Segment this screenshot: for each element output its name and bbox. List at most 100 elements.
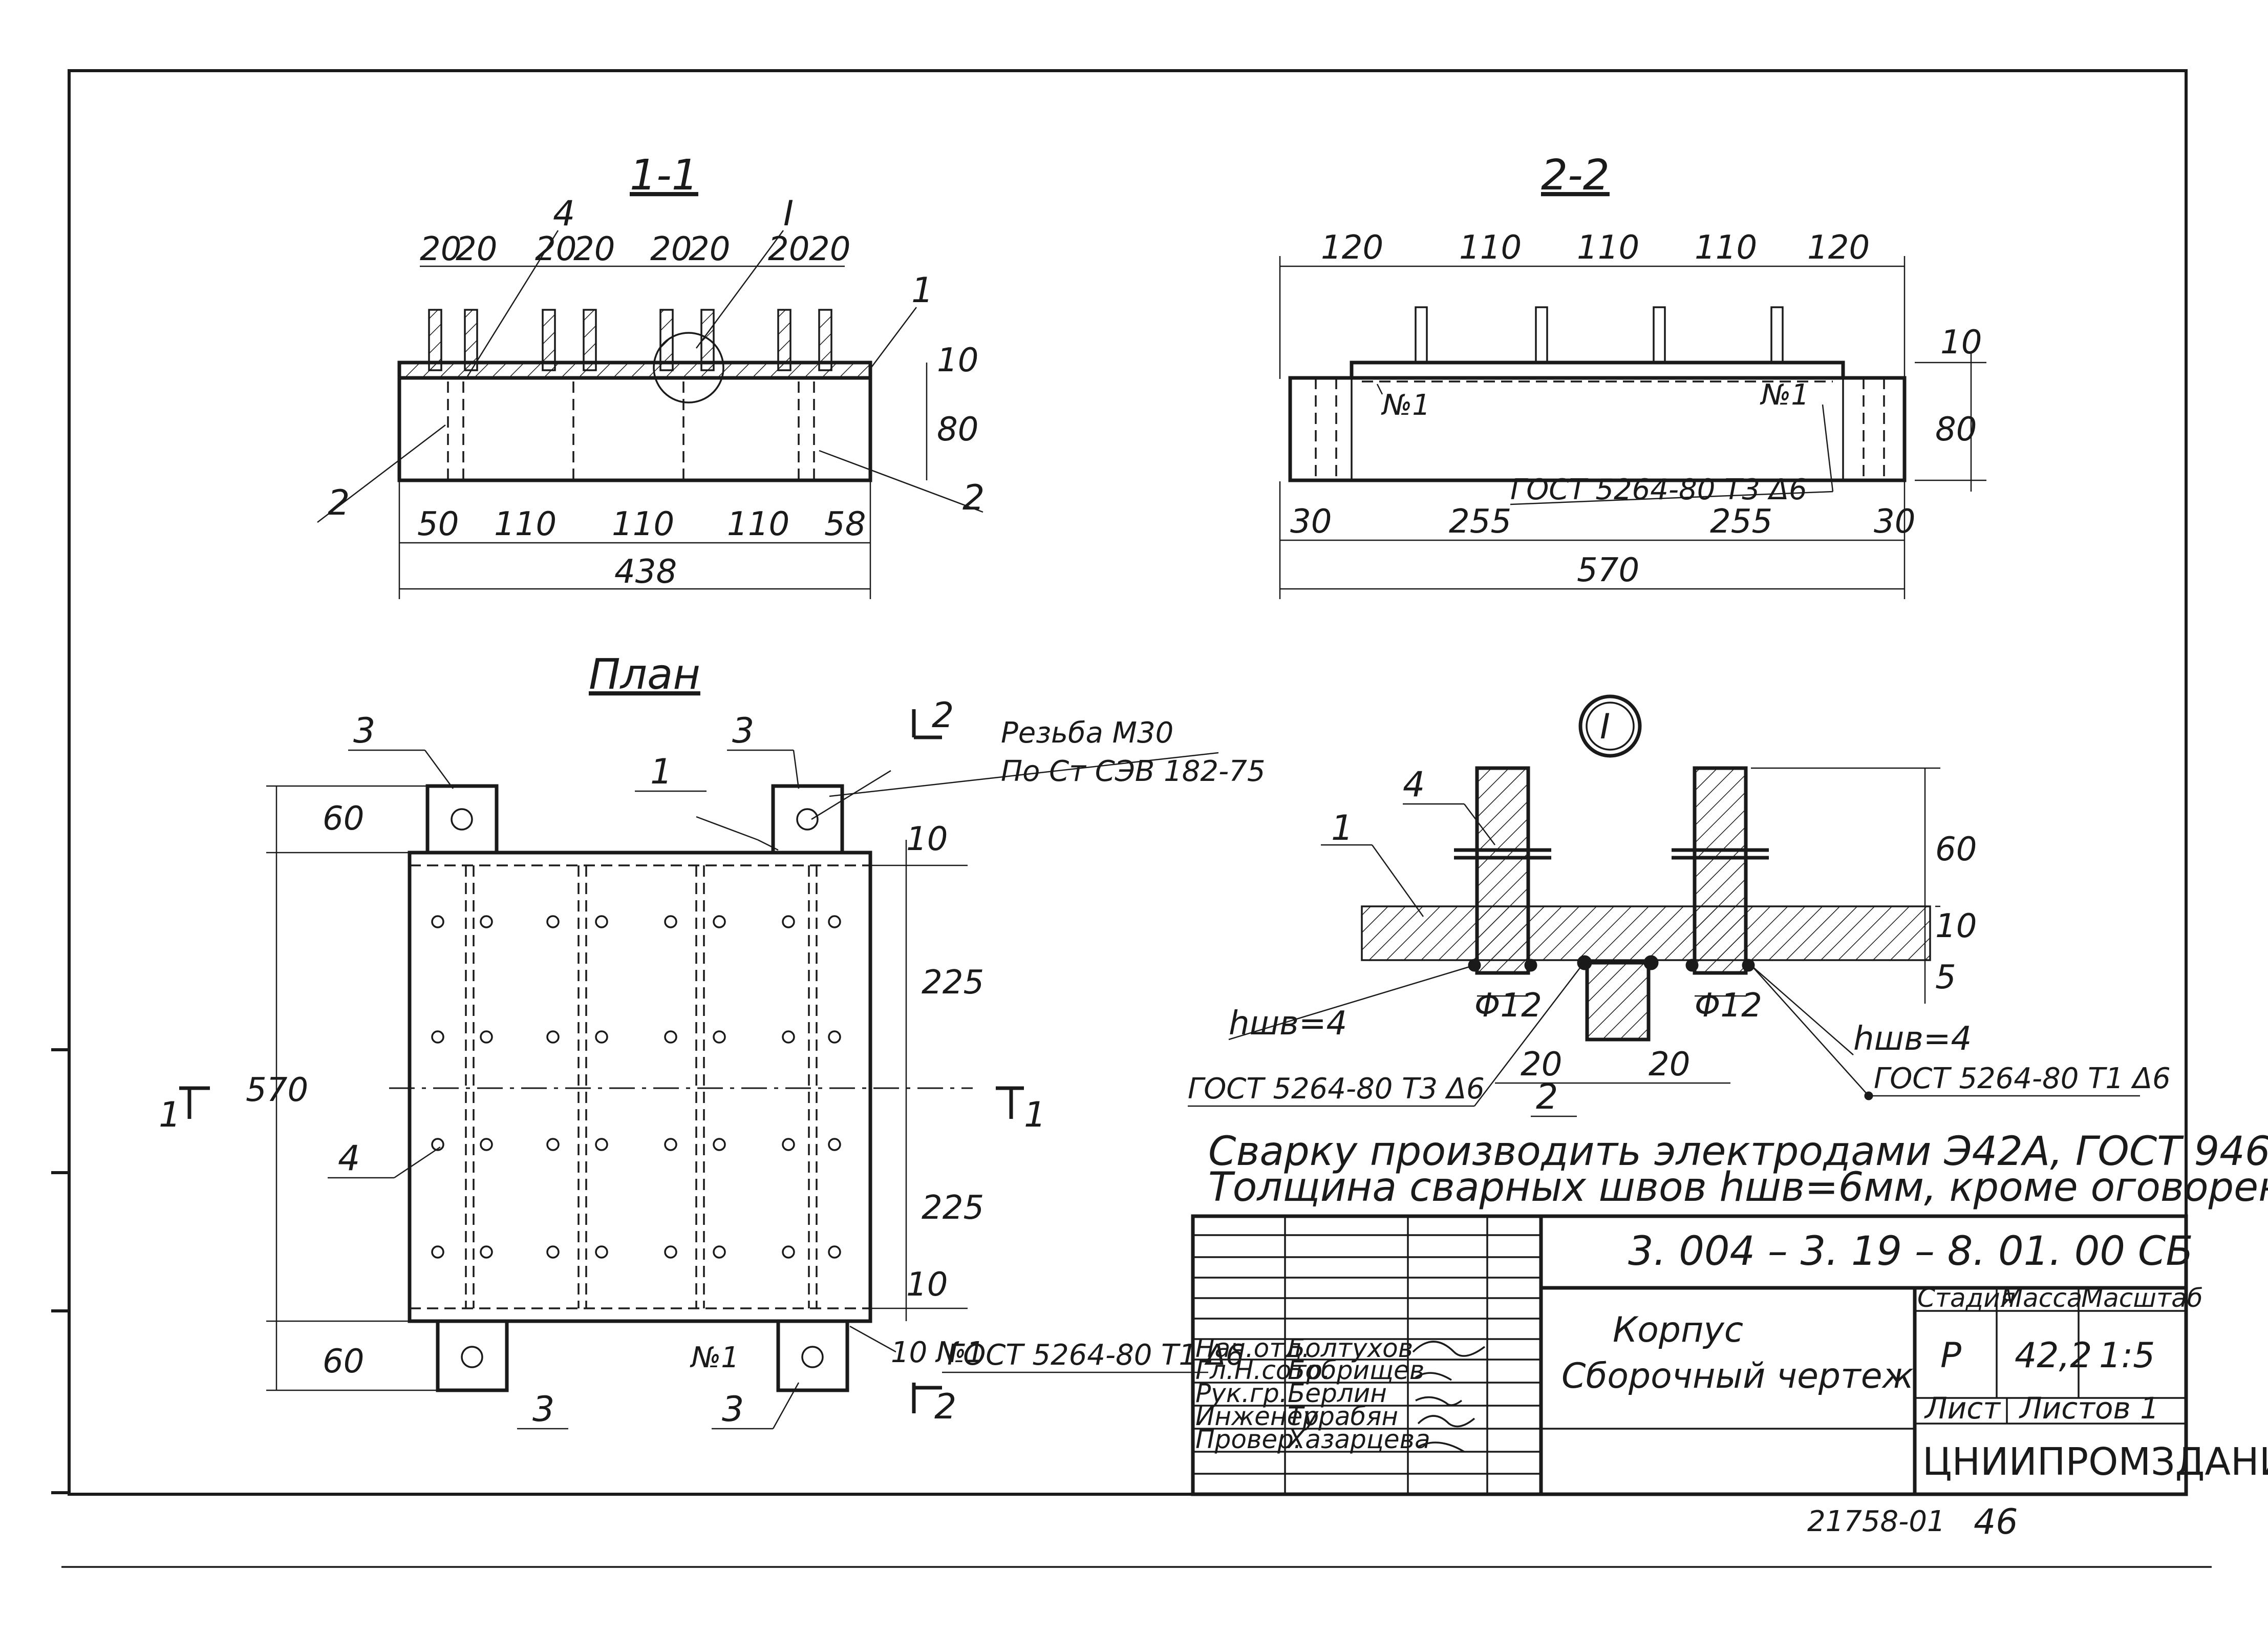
svg-text:10 №1: 10 №1 xyxy=(891,1336,985,1369)
plan-title: План xyxy=(589,650,700,699)
note-line2: Толщина сварных швов hшв=6мм, кроме огов… xyxy=(1208,1164,2268,1211)
svg-text:3: 3 xyxy=(353,711,375,751)
svg-text:30: 30 xyxy=(1290,503,1332,541)
section-mark-1-left: 1 xyxy=(159,1086,210,1135)
svg-text:2: 2 xyxy=(328,483,350,523)
svg-text:60: 60 xyxy=(1935,831,1977,868)
signature-scribble xyxy=(1412,1341,1486,1453)
svg-text:Болтухов: Болтухов xyxy=(1288,1333,1413,1363)
svg-text:60: 60 xyxy=(323,800,364,838)
organization: ЦНИИПРОМЗДАНИЙ xyxy=(1922,1439,2268,1484)
drawing-frame xyxy=(51,69,2212,1568)
svg-text:1: 1 xyxy=(1331,808,1353,849)
svg-text:10: 10 xyxy=(1935,907,1977,945)
svg-text:1: 1 xyxy=(1024,1095,1046,1135)
section-1-1-bolts xyxy=(428,309,832,371)
svg-text:255: 255 xyxy=(1449,503,1511,541)
footer: 21758-01 46 xyxy=(1807,1502,2018,1542)
section-mark-2-top: 2 xyxy=(912,695,954,739)
svg-text:Стадия: Стадия xyxy=(1917,1283,2016,1313)
title-block: 3. 004 – 3. 19 – 8. 01. 00 СБ Корпус Сбо… xyxy=(1191,1214,2268,1496)
note-line1: Сварку производить электродами Э42А, ГОС… xyxy=(1208,1129,2268,1175)
svg-text:Лист: Лист xyxy=(1924,1391,2001,1426)
svg-text:5: 5 xyxy=(1935,959,1956,996)
svg-text:10: 10 xyxy=(937,342,978,379)
svg-text:20: 20 xyxy=(1521,1046,1562,1084)
svg-text:20: 20 xyxy=(689,230,730,268)
svg-text:20: 20 xyxy=(456,230,497,268)
svg-text:110: 110 xyxy=(612,505,674,543)
svg-text:225: 225 xyxy=(922,1189,984,1227)
svg-text:1: 1 xyxy=(159,1095,181,1135)
svg-text:10: 10 xyxy=(906,1266,948,1304)
svg-text:10: 10 xyxy=(1940,324,1982,362)
section-2-2-bottom-dims: 30 255 255 30 570 xyxy=(1290,503,1915,589)
section-1-1-welds xyxy=(447,381,815,479)
svg-text:20: 20 xyxy=(1649,1046,1690,1084)
detail-gost-left: ГОСТ 5264-80 Т3 Δ6 xyxy=(1188,1072,1485,1106)
stage-value: Р xyxy=(1940,1335,1961,1376)
svg-text:20: 20 xyxy=(809,230,850,268)
svg-text:Рук.гр.: Рук.гр. xyxy=(1195,1378,1288,1408)
svg-text:Турабян: Турабян xyxy=(1288,1402,1398,1431)
thread-note-line1: Резьба М30 xyxy=(1001,716,1173,750)
svg-text:60: 60 xyxy=(323,1343,364,1381)
plan-bolt-holes xyxy=(431,915,841,1259)
svg-text:1: 1 xyxy=(650,752,672,792)
svg-text:80: 80 xyxy=(1935,411,1977,449)
svg-text:Нач.отд.: Нач.отд. xyxy=(1195,1333,1310,1363)
svg-text:225: 225 xyxy=(922,964,984,1002)
svg-text:120: 120 xyxy=(1321,229,1383,267)
svg-text:20: 20 xyxy=(650,230,692,268)
mass-value: 42,2 xyxy=(2015,1335,2092,1376)
svg-text:2: 2 xyxy=(962,478,985,518)
svg-text:№1: №1 xyxy=(1381,389,1430,422)
svg-text:20: 20 xyxy=(768,230,809,268)
title-block-signatures: Нач.отд. Болтухов Гл.Н.сотр. Бобрищев Ру… xyxy=(1195,1333,1486,1454)
svg-text:Инженер: Инженер xyxy=(1195,1402,1319,1431)
svg-text:Берлин: Берлин xyxy=(1288,1378,1387,1408)
svg-text:20: 20 xyxy=(573,230,615,268)
svg-text:Хазарцева: Хазарцева xyxy=(1286,1425,1430,1454)
detail-weld-right: hшв=4 xyxy=(1853,1020,1972,1058)
title-name-line1: Корпус xyxy=(1613,1310,1743,1350)
plan-view: План xyxy=(159,650,1265,1430)
svg-text:Гл.Н.сотр.: Гл.Н.сотр. xyxy=(1195,1355,1331,1385)
svg-text:1: 1 xyxy=(911,270,933,311)
svg-text:2: 2 xyxy=(932,695,954,736)
welding-notes: Сварку производить электродами Э42А, ГОС… xyxy=(1208,1129,2268,1211)
detail-weld-left: hшв=4 xyxy=(1229,1005,1347,1043)
svg-text:110: 110 xyxy=(494,505,557,543)
svg-text:255: 255 xyxy=(1710,503,1772,541)
svg-text:4: 4 xyxy=(553,194,575,234)
svg-text:110: 110 xyxy=(1577,229,1639,267)
svg-text:4: 4 xyxy=(338,1138,360,1179)
svg-text:4: 4 xyxy=(1403,765,1425,805)
section-2-2-title: 2-2 xyxy=(1541,151,1610,200)
svg-text:Масса: Масса xyxy=(2001,1283,2082,1313)
detail-I-label: I xyxy=(1600,707,1610,747)
svg-text:№1: №1 xyxy=(690,1341,739,1374)
svg-text:3: 3 xyxy=(732,711,754,751)
svg-text:3: 3 xyxy=(532,1389,554,1430)
section-1-1-bottom-dims: 50 110 110 110 58 438 xyxy=(417,505,866,591)
section-2-2: 2-2 120 110 110 110 120 10 80 №1 xyxy=(1279,151,1986,599)
svg-text:Провер.: Провер. xyxy=(1195,1425,1302,1454)
svg-text:10: 10 xyxy=(906,820,948,858)
doc-code: 3. 004 – 3. 19 – 8. 01. 00 СБ xyxy=(1628,1228,2193,1275)
section-2-2-top-dims: 120 110 110 110 120 xyxy=(1321,229,1870,267)
svg-text:50: 50 xyxy=(417,505,459,543)
scale-value: 1:5 xyxy=(2099,1335,2155,1376)
page-number: 46 xyxy=(1974,1502,2018,1542)
section-2-2-gost: ГОСТ 5264-80 Т3 Δ6 xyxy=(1510,473,1807,506)
svg-text:№1: №1 xyxy=(1760,378,1809,412)
detail-I: I 60 10 5 4 1 xyxy=(1188,694,2171,1117)
svg-text:3: 3 xyxy=(722,1389,744,1430)
svg-text:80: 80 xyxy=(937,411,978,449)
detail-gost-right: ГОСТ 5264-80 Т1 Δ6 xyxy=(1874,1062,2171,1095)
svg-text:Бобрищев: Бобрищев xyxy=(1288,1355,1424,1385)
plan-stud-rows xyxy=(465,865,818,1308)
section-1-1: 1-1 20 20 xyxy=(317,151,985,599)
svg-text:Φ12: Φ12 xyxy=(1695,987,1762,1025)
